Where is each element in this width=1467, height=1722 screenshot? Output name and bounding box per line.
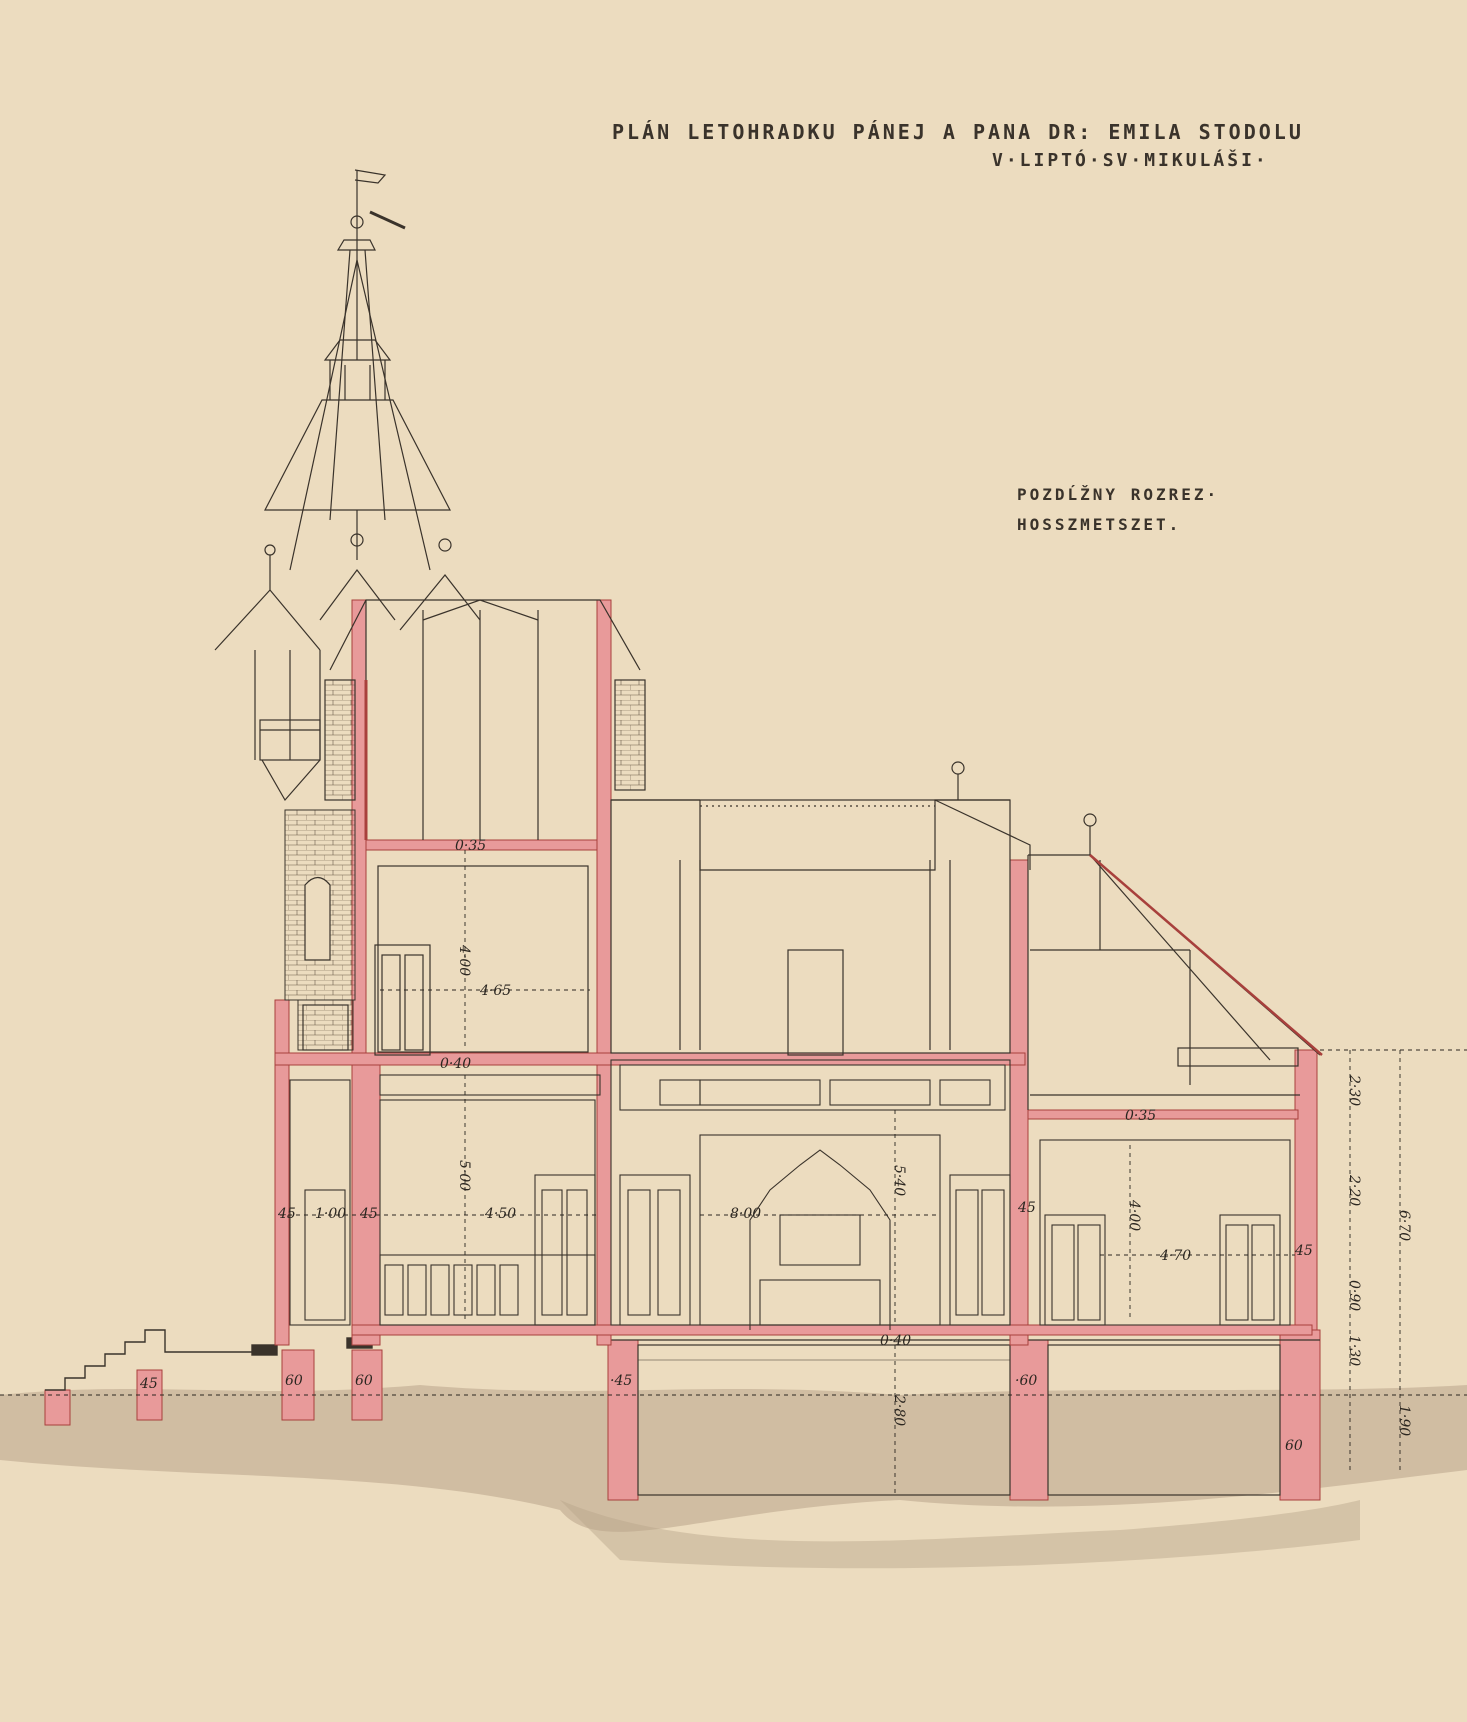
section-label-line2: HOSSZMETSZET. xyxy=(1017,515,1182,534)
upper-door xyxy=(374,944,431,1056)
dim-hall-width: 8·00 xyxy=(730,1206,761,1222)
door-pair-1 xyxy=(534,1174,596,1326)
dim-total-height: 6·70 xyxy=(1396,1210,1412,1241)
drawing-title-line2: V·LIPTÓ·SV·MIKULÁŠI· xyxy=(992,150,1269,171)
right-door-1 xyxy=(1044,1214,1106,1326)
tower-lower-block xyxy=(297,999,354,1051)
dim-found-2: 60 xyxy=(285,1373,303,1389)
dim-ground-width: 4·50 xyxy=(484,1206,516,1222)
right-room xyxy=(1039,1139,1291,1326)
dim-ground-height: 5·00 xyxy=(456,1160,472,1191)
ground-floor-interiors xyxy=(289,1059,1291,1330)
hall-roof-structure xyxy=(610,761,1031,1056)
ground-terrain xyxy=(0,1385,1467,1532)
right-slab xyxy=(1027,1109,1299,1120)
dim-side-1: 2·30 xyxy=(1346,1074,1362,1106)
hall-upper-opening xyxy=(787,949,844,1056)
dim-wall-a: 45 xyxy=(277,1206,296,1222)
upper-mansard-roof xyxy=(324,599,646,1053)
dim-found-5: 60 xyxy=(1285,1438,1303,1454)
dim-attic-slab: 0·35 xyxy=(455,838,486,854)
dim-hall-height: 5·40 xyxy=(891,1165,907,1196)
dim-right-wall: 45 xyxy=(1294,1243,1313,1259)
dim-side-3: 0·90 xyxy=(1346,1280,1362,1311)
dim-door-width: 1·00 xyxy=(315,1206,346,1222)
paneling-left xyxy=(384,1264,519,1316)
dim-found-6: ·45 xyxy=(610,1373,632,1389)
ornate-buffet xyxy=(749,1149,891,1330)
pier-2 xyxy=(281,1349,315,1421)
dim-floor-slab: 0·40 xyxy=(440,1056,471,1072)
tower-pinnacles xyxy=(214,533,481,802)
structural-walls xyxy=(274,599,1318,1346)
floor-slab-ground xyxy=(351,1324,1313,1336)
cellar xyxy=(608,1339,1320,1496)
tower-window xyxy=(304,876,331,961)
pier-3 xyxy=(351,1349,383,1421)
cornice-left xyxy=(379,1074,601,1096)
dimension-lines xyxy=(0,850,1467,1495)
right-roof-edge xyxy=(1089,854,1323,1056)
dimension-labels: 0·35 4·00 4·65 0·40 5·00 45 1·00 45 4·50… xyxy=(139,838,1412,1454)
dim-right-height: 4·00 xyxy=(1126,1199,1142,1231)
dim-upper-width: 4·65 xyxy=(479,983,511,999)
cellar-wall-mid xyxy=(1009,1339,1049,1501)
wall-center-left xyxy=(596,599,612,1346)
right-door-2 xyxy=(1219,1214,1281,1326)
cellar-wall-left xyxy=(607,1339,639,1501)
door-pair-3 xyxy=(949,1174,1011,1326)
dim-side-4: 1·30 xyxy=(1346,1335,1362,1366)
dim-right-width: 4·70 xyxy=(1159,1248,1191,1264)
dim-wall-b: 45 xyxy=(359,1206,378,1222)
dim-floor-thickness: 0·40 xyxy=(880,1333,911,1349)
hall-inner-arch xyxy=(699,1134,941,1326)
dim-hall-wall: 45 xyxy=(1017,1200,1036,1216)
hall-frieze xyxy=(619,1064,1006,1111)
tower-wall xyxy=(274,999,290,1346)
door-pair-2 xyxy=(619,1174,691,1326)
tower-room xyxy=(289,1079,351,1326)
drawing-title-line1: PLÁN LETOHRADKU PÁNEJ A PANA DR: EMILA S… xyxy=(612,120,1304,144)
section-label-line1: POZDĹŽNY ROZREZ· xyxy=(1017,485,1220,504)
dim-right-slab: 0·35 xyxy=(1125,1108,1156,1124)
entrance-steps xyxy=(45,1329,373,1391)
dim-found-3: 60 xyxy=(355,1373,373,1389)
wall-left-ground xyxy=(351,1059,381,1346)
cellar-wall-right xyxy=(1279,1329,1321,1501)
attic-slab xyxy=(365,839,598,851)
dim-found-1: 45 xyxy=(139,1376,158,1392)
foundation-walls xyxy=(44,1329,1321,1501)
upper-stair xyxy=(302,1004,349,1051)
dim-side-5: 1·90 xyxy=(1396,1405,1412,1436)
cellar-ground-wash xyxy=(560,1500,1360,1569)
dim-cellar-height: 2·80 xyxy=(891,1394,907,1426)
wall-right xyxy=(1294,1049,1318,1331)
dim-found-4: ·60 xyxy=(1015,1373,1037,1389)
upper-room-details xyxy=(302,944,431,1056)
tower-spire xyxy=(264,169,451,571)
right-wing-roof xyxy=(1027,813,1321,1110)
dim-side-2: 2·20 xyxy=(1346,1174,1362,1206)
dim-upper-height: 4·00 xyxy=(456,944,472,976)
tower-door xyxy=(304,1189,346,1321)
wall-center-right xyxy=(1009,859,1029,1346)
